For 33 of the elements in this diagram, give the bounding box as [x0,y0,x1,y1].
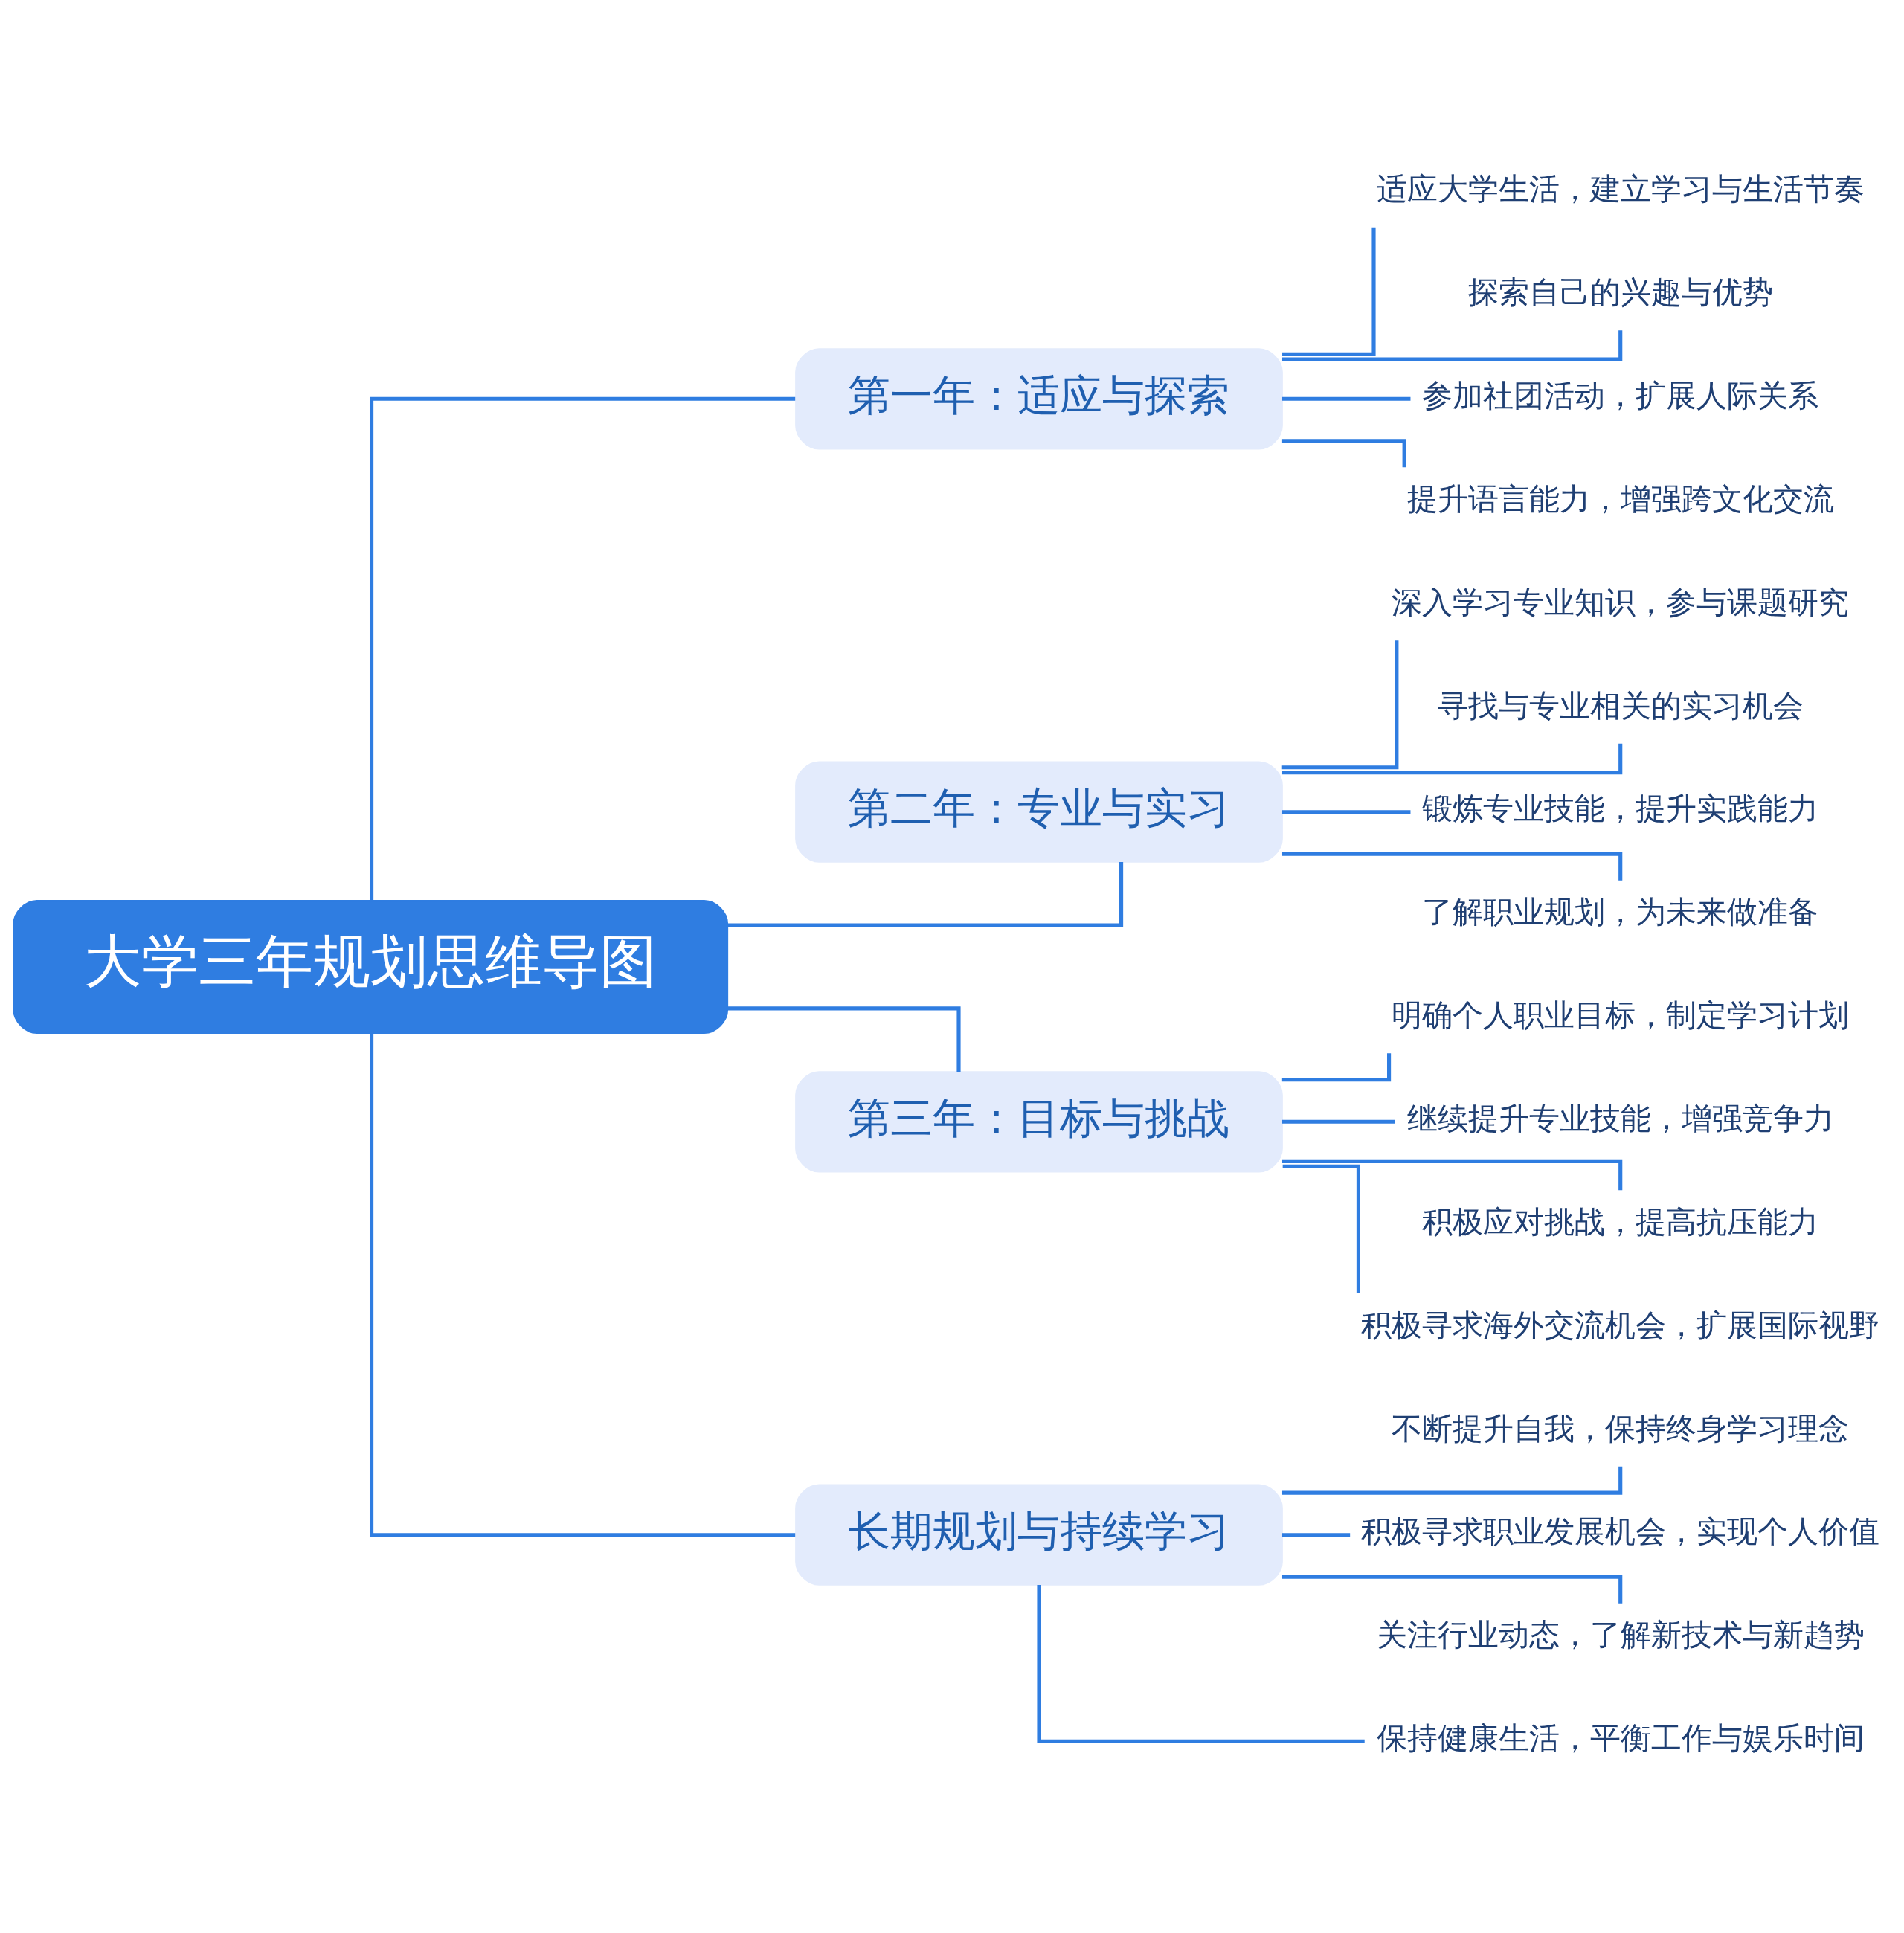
node-box: 第一年：适应与探索 [795,347,1283,449]
connector [1282,1532,1351,1537]
node-box: 第三年：目标与挑战 [795,1070,1283,1172]
node-text: 积极寻求海外交流机会，扩展国际视野 [1361,1307,1880,1343]
node-box: 第二年：专业与实习 [795,761,1283,863]
connector [1281,640,1399,769]
node-text: 明确个人职业目标，制定学习计划 [1392,997,1850,1033]
connector [1282,396,1411,401]
node-text: 积极应对挑战，提高抗压能力 [1422,1203,1819,1240]
connector [1282,1164,1360,1293]
node-text: 适应大学生活，建立学习与生活节奏 [1376,170,1865,207]
node-box: 大学三年规划思维导图 [13,899,729,1034]
node-text: 提升语言能力，增强跨文化交流 [1406,480,1834,517]
node-text: 关注行业动态，了解新技术与新趋势 [1376,1616,1865,1653]
connector [1282,1119,1395,1124]
node-text: 继续提升专业技能，增强竞争力 [1406,1100,1834,1136]
node-text: 深入学习专业知识，参与课题研究 [1392,584,1850,620]
connector [1282,809,1411,814]
node-box: 长期规划与持续学习 [795,1484,1283,1586]
node-text: 保持健康生活，平衡工作与娱乐时间 [1376,1720,1865,1756]
connector [370,396,796,901]
connector [727,1006,961,1072]
node-text: 参加社团活动，扩展人际关系 [1422,377,1819,414]
node-text: 探索自己的兴趣与优势 [1467,274,1773,310]
node-text: 寻找与专业相关的实习机会 [1437,687,1804,724]
connector [727,861,1124,927]
connector [1282,227,1376,356]
node-text: 锻炼专业技能，提升实践能力 [1422,790,1819,826]
node-text: 不断提升自我，保持终身学习理念 [1392,1410,1850,1447]
connector [370,1032,796,1537]
node-text: 了解职业规划，为未来做准备 [1422,893,1819,930]
node-text: 积极寻求职业发展机会，实现个人价值 [1361,1513,1880,1549]
connector [1037,1584,1365,1743]
